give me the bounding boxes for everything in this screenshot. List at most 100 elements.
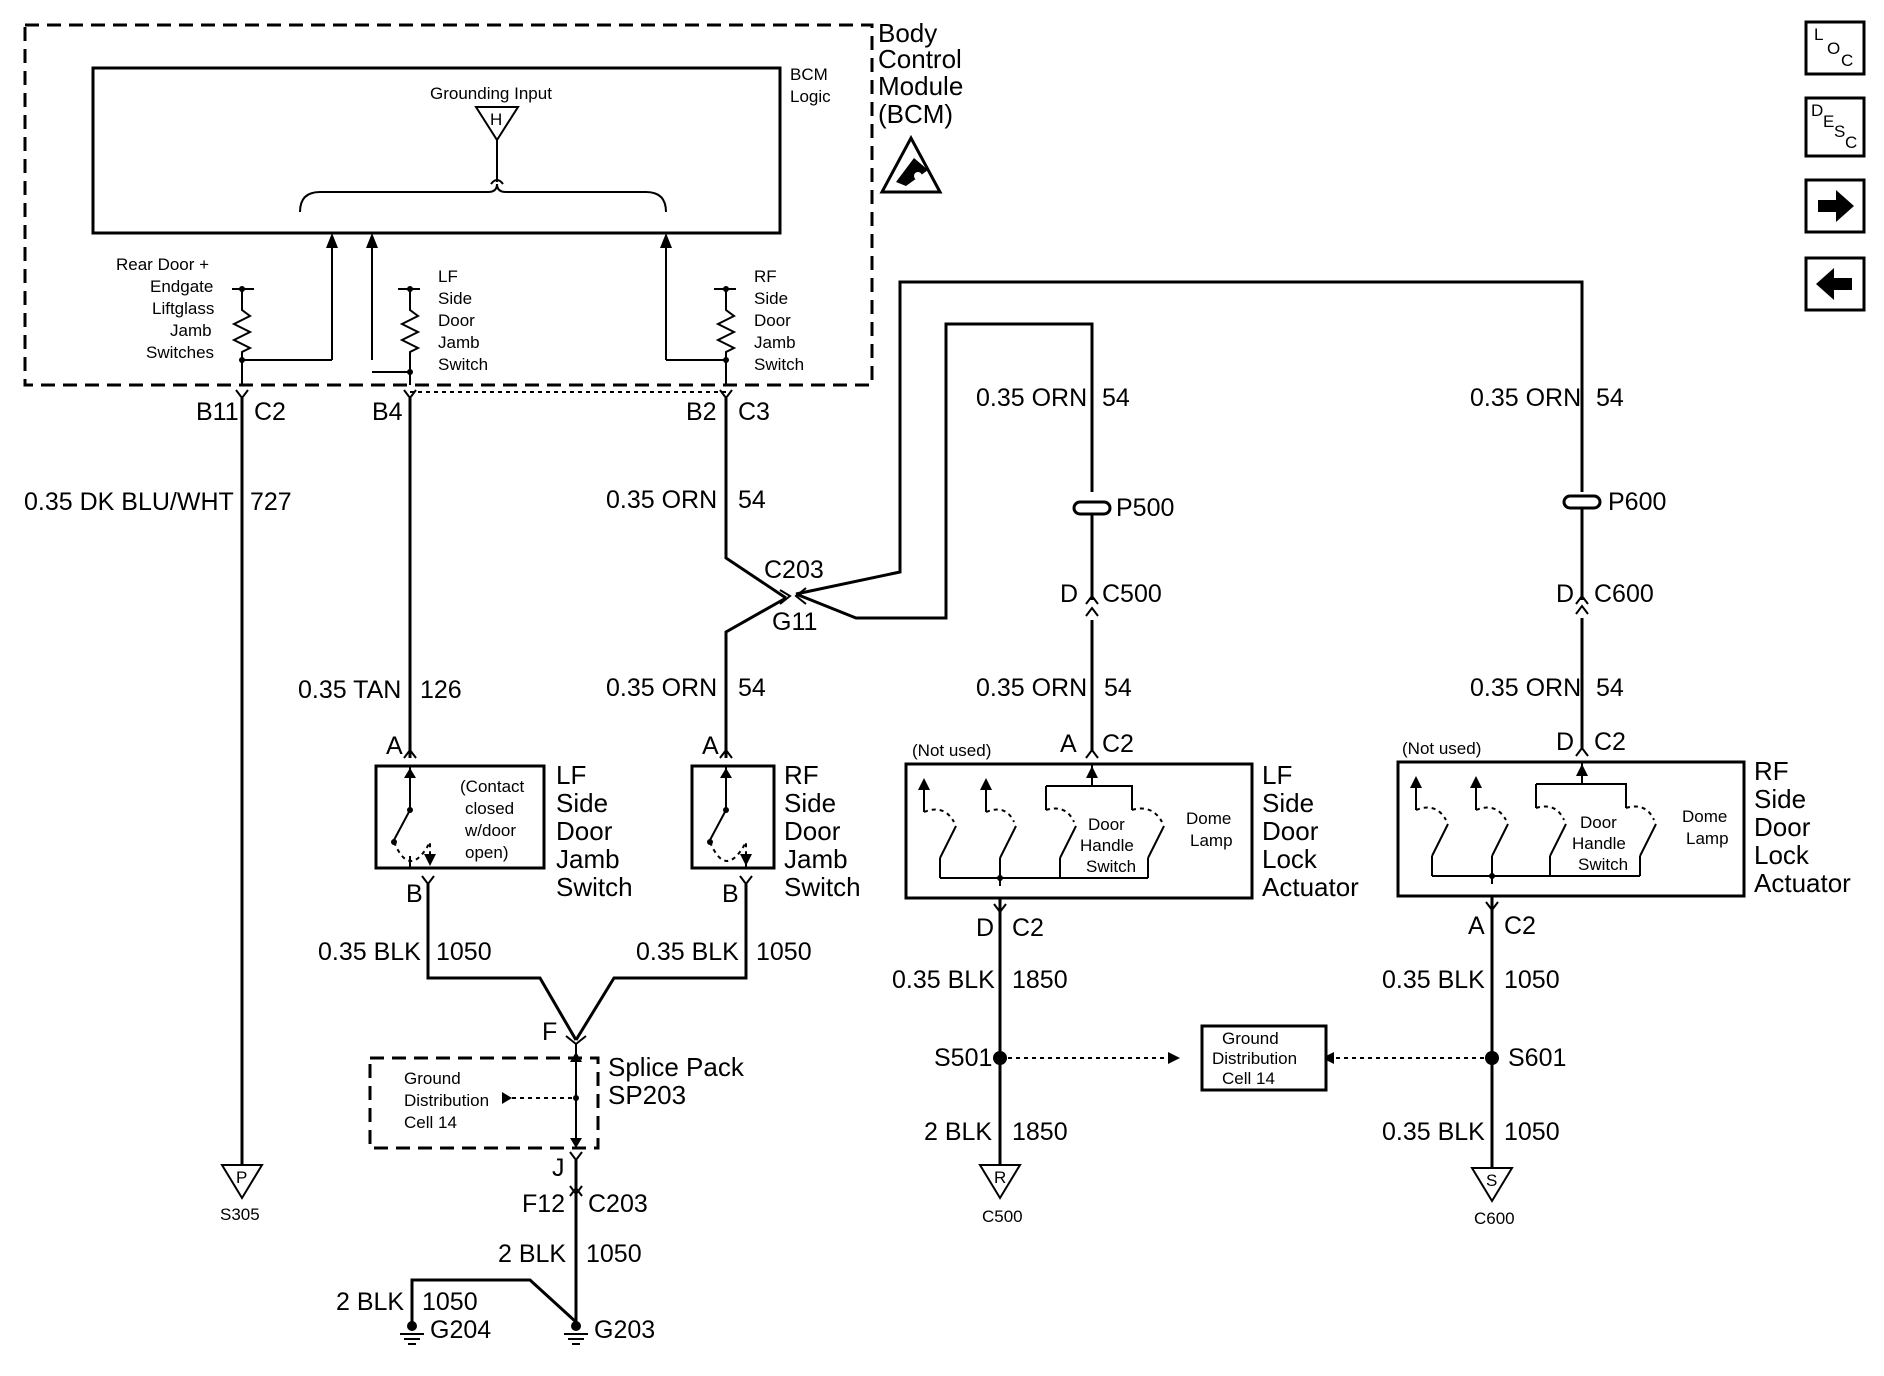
lf-actuator-internals bbox=[918, 764, 1165, 886]
terminal-a-rf-switch: A bbox=[702, 732, 719, 760]
bcm-title: Body Control Module (BCM) bbox=[878, 18, 963, 129]
bcm-logic-label: Logic bbox=[790, 87, 831, 106]
rf-actuator-title: RF Side Door Lock Actuator bbox=[1754, 756, 1851, 898]
splice-ref-line: Ground bbox=[404, 1069, 461, 1088]
terminal-a-lf-actuator: A bbox=[1060, 730, 1077, 758]
wire-54-rfsw-gauge: 0.35 ORN bbox=[606, 674, 717, 702]
terminal-j-splice: J bbox=[552, 1154, 565, 1182]
lf-actuator-handle-label: Switch bbox=[1086, 857, 1136, 876]
rf-actuator-internals bbox=[1410, 762, 1657, 884]
rf-jamb-title: RF Side Door Jamb Switch bbox=[784, 760, 861, 902]
lf-actuator-not-used: (Not used) bbox=[912, 741, 991, 760]
connector-c600: C600 bbox=[1594, 580, 1654, 608]
terminal-c3: C3 bbox=[738, 398, 770, 426]
wire-54-bcm bbox=[724, 398, 787, 600]
rear-door-switch-resistor: Rear Door + Endgate Liftglass Jamb Switc… bbox=[116, 255, 332, 385]
rf-actuator-handle-label: Switch bbox=[1578, 855, 1628, 874]
terminal-a-rf-bottom: A bbox=[1468, 912, 1485, 940]
ground-g203-icon bbox=[564, 1321, 588, 1345]
terminal-b-lf-switch: B bbox=[406, 880, 423, 908]
location-button[interactable]: L O C bbox=[1804, 20, 1866, 76]
wire-1850-top-circuit: 1850 bbox=[1012, 966, 1068, 994]
wire-1050-rf-gauge: 0.35 BLK bbox=[636, 938, 739, 966]
wire-1050-lf bbox=[426, 884, 578, 1041]
wire-54-c203-to-p600 bbox=[795, 280, 1584, 596]
rf-switch-resistor: RF Side Door Jamb Switch bbox=[666, 267, 804, 385]
rf-jamb-title-line: Jamb bbox=[784, 844, 848, 874]
rear-switch-label: Jamb bbox=[170, 321, 212, 340]
rf-jamb-title-line: RF bbox=[784, 760, 819, 790]
lf-actuator-title-line: Door bbox=[1262, 816, 1319, 846]
bcm-title-line: Body bbox=[878, 18, 937, 48]
terminal-d-rf-actuator: D bbox=[1556, 728, 1574, 756]
lf-actuator-title-line: LF bbox=[1262, 760, 1292, 790]
wire-54-p600-circuit: 54 bbox=[1596, 384, 1624, 412]
ground-ref-line: Ground bbox=[1222, 1029, 1279, 1048]
rear-switch-label: Liftglass bbox=[152, 299, 214, 318]
rf-actuator-dome-label: Dome bbox=[1682, 807, 1727, 826]
terminal-c203-top: C203 bbox=[764, 556, 824, 584]
lf-jamb-switch-box bbox=[374, 764, 546, 870]
ref-triangle-r: R C500 bbox=[978, 1164, 1023, 1226]
wire-1050-rfact-top-gauge: 0.35 BLK bbox=[1382, 966, 1485, 994]
loc-letter: L bbox=[1814, 25, 1823, 44]
desc-letter: D bbox=[1811, 101, 1823, 120]
wire-1050-lf-gauge: 0.35 BLK bbox=[318, 938, 421, 966]
lf-switch-resistor: LF Side Door Jamb Switch bbox=[372, 267, 488, 385]
terminal-f12: F12 bbox=[522, 1190, 565, 1218]
bcm-logic-label: BCM bbox=[790, 65, 828, 84]
desc-letter: E bbox=[1823, 112, 1834, 131]
loc-letter: O bbox=[1827, 39, 1840, 58]
wire-54-bcm-circuit: 54 bbox=[738, 486, 766, 514]
rear-switch-label: Switches bbox=[146, 343, 214, 362]
rf-actuator-handle-label: Door bbox=[1580, 813, 1617, 832]
bcm-title-line: Control bbox=[878, 44, 962, 74]
wire-54-lfact-gauge: 0.35 ORN bbox=[976, 674, 1087, 702]
ref-triangle-p: P S305 bbox=[220, 1164, 264, 1224]
terminal-c203-bottom: C203 bbox=[588, 1190, 648, 1218]
lf-switch-label: Door bbox=[438, 311, 475, 330]
lf-actuator-dome-label: Lamp bbox=[1190, 831, 1233, 850]
splice-pack-title: Splice Pack bbox=[608, 1052, 745, 1082]
ref-label: S305 bbox=[220, 1205, 260, 1224]
splice-pack-box bbox=[368, 1056, 600, 1150]
lf-jamb-title-line: LF bbox=[556, 760, 586, 790]
rf-actuator-title-line: Actuator bbox=[1754, 868, 1851, 898]
ground-g204-icon bbox=[400, 1321, 424, 1345]
ref-triangle-s: S C600 bbox=[1470, 1167, 1515, 1228]
ground-g203: G203 bbox=[594, 1316, 655, 1344]
wire-727-circuit: 727 bbox=[250, 488, 292, 516]
lf-actuator-handle-label: Handle bbox=[1080, 836, 1134, 855]
splice-pack-title: SP203 bbox=[608, 1080, 686, 1110]
terminal-d-c600: D bbox=[1556, 580, 1574, 608]
ref-label: C500 bbox=[982, 1207, 1023, 1226]
ground-ref-line: Cell 14 bbox=[1222, 1069, 1275, 1088]
splice-ref-line: Cell 14 bbox=[404, 1113, 457, 1132]
desc-letter: C bbox=[1845, 133, 1857, 152]
terminal-d-c500: D bbox=[1060, 580, 1078, 608]
terminal-a-lf-switch: A bbox=[386, 732, 403, 760]
wire-126-circuit: 126 bbox=[420, 676, 462, 704]
lf-jamb-note: open) bbox=[465, 843, 508, 862]
terminal-c2-lf-bottom: C2 bbox=[1012, 914, 1044, 942]
rf-actuator-title-line: RF bbox=[1754, 756, 1789, 786]
loc-letter: C bbox=[1841, 51, 1853, 70]
lf-jamb-title-line: Jamb bbox=[556, 844, 620, 874]
description-button[interactable]: D E S C bbox=[1804, 96, 1866, 158]
next-page-button[interactable] bbox=[1804, 178, 1866, 234]
right-arrow-icon bbox=[1818, 190, 1854, 222]
terminal-b-rf-switch: B bbox=[722, 880, 739, 908]
previous-page-button[interactable] bbox=[1804, 256, 1866, 312]
lf-jamb-switch-contact bbox=[391, 766, 436, 868]
grounding-input-triangle: H bbox=[474, 106, 520, 185]
grounding-input-letter: H bbox=[490, 110, 502, 129]
wire-1850-bot-circuit: 1850 bbox=[1012, 1118, 1068, 1146]
rf-actuator-title-line: Door bbox=[1754, 812, 1811, 842]
wire-1050-g204-circuit: 1050 bbox=[422, 1288, 478, 1316]
lf-switch-label: LF bbox=[438, 267, 458, 286]
wire-1050-g204-gauge: 2 BLK bbox=[336, 1288, 404, 1316]
connector-c500: C500 bbox=[1102, 580, 1162, 608]
p600-fuse-icon bbox=[1562, 494, 1602, 510]
terminal-f-splice: F bbox=[542, 1018, 557, 1046]
rf-switch-label: RF bbox=[754, 267, 777, 286]
